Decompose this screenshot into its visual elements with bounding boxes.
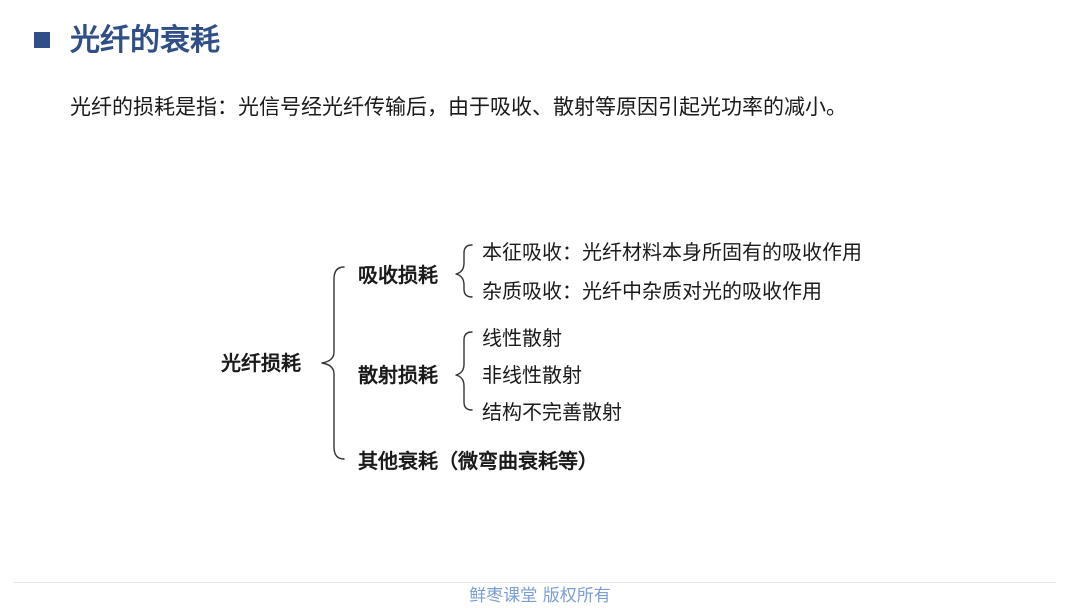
absorption-loss-node: 吸收损耗 [358,263,438,287]
title-bullet-square-icon [34,32,50,48]
intro-paragraph: 光纤的损耗是指：光信号经光纤传输后，由于吸收、散射等原因引起光功率的减小。 [70,95,847,119]
intrinsic-absorption-item: 本征吸收：光纤材料本身所固有的吸收作用 [482,240,862,264]
root-brace [321,266,345,460]
nonlinear-scattering-item: 非线性散射 [482,363,582,387]
footer-copyright: 鲜枣课堂 版权所有 [469,586,611,606]
impurity-absorption-item: 杂质吸收：光纤中杂质对光的吸收作用 [482,279,822,303]
structural-scattering-item: 结构不完善散射 [482,400,622,424]
root-node: 光纤损耗 [221,351,301,375]
absorption-brace [455,244,473,298]
linear-scattering-item: 线性散射 [482,326,562,350]
other-loss-node: 其他衰耗（微弯曲衰耗等） [358,449,598,473]
scattering-brace [455,331,473,411]
scattering-loss-node: 散射损耗 [358,363,438,387]
footer-divider [14,582,1056,583]
page-title: 光纤的衰耗 [70,23,220,58]
